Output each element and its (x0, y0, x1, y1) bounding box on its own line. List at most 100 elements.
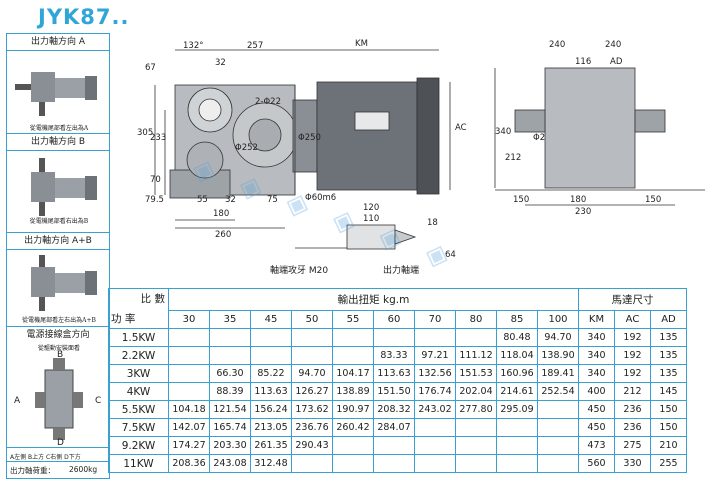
power-cell: 7.5KW (108, 418, 169, 437)
torque-cell (291, 454, 333, 473)
ratio-col: 80 (455, 310, 497, 329)
technical-drawing: 132° 257 KM 67 32 305 233 70 2-Φ22 Φ250 … (137, 39, 705, 276)
dim-21: 18 (427, 218, 438, 228)
motor-km-cell: 400 (578, 382, 615, 401)
pos-b: B (57, 350, 64, 360)
torque-cell (537, 454, 579, 473)
torque-cell (168, 382, 210, 401)
torque-cell (291, 328, 333, 347)
torque-cell: 94.70 (537, 328, 579, 347)
torque-cell (332, 454, 374, 473)
dir-ab-illustration (31, 255, 97, 311)
ratio-col: 60 (373, 310, 415, 329)
torque-cell: 132.56 (414, 364, 456, 383)
torque-cell: 189.41 (537, 364, 579, 383)
torque-cell: 138.89 (332, 382, 374, 401)
motor-ad-cell: 150 (650, 418, 687, 437)
torque-table: 比 數 功 率 輸出扭矩 kg.m 馬達尺寸 30 35 45 50 55 60… (108, 288, 687, 473)
dim-30: Φ22 (533, 133, 551, 143)
motor-km-cell: 340 (578, 364, 615, 383)
dim-20: 110 (363, 214, 379, 224)
torque-cell (168, 328, 210, 347)
torque-cell: 261.35 (250, 436, 292, 455)
dim-31: 150 (513, 195, 529, 205)
ratio-col: 50 (291, 310, 333, 329)
power-cell: 1.5KW (108, 328, 169, 347)
output-direction-panel: 出力軸方向 A 從電機尾部看左出為A 出力軸方向 B 從電機尾部看右出為B 出力… (6, 33, 110, 479)
torque-cell: 174.27 (168, 436, 210, 455)
header-torque: 輸出扭矩 kg.m (168, 288, 579, 311)
motor-km-cell: 450 (578, 418, 615, 437)
motor-ad-cell: 135 (650, 346, 687, 365)
header-ratio: 比 數 (140, 293, 165, 305)
dim-29: 212 (505, 153, 521, 163)
motor-km-cell: 560 (578, 454, 615, 473)
ratio-col: 100 (537, 310, 579, 329)
motor-ac-cell: 330 (614, 454, 651, 473)
torque-cell: 208.36 (168, 454, 210, 473)
junction-diagram (35, 358, 83, 440)
torque-cell: 190.97 (332, 400, 374, 419)
torque-cell: 94.70 (291, 364, 333, 383)
torque-cell: 213.05 (250, 418, 292, 437)
dim-26: AD (610, 57, 623, 67)
torque-cell (250, 346, 292, 365)
dim-7: 233 (150, 133, 166, 143)
thread-label: 軸端攻牙 M20 (270, 264, 328, 276)
torque-cell (332, 436, 374, 455)
header-corner: 比 數 功 率 (108, 288, 169, 329)
ratio-col: 35 (209, 310, 251, 329)
dir-b-label: 出力軸方向 B (7, 134, 109, 151)
torque-cell (455, 328, 497, 347)
torque-cell (455, 436, 497, 455)
dim-34: 230 (575, 207, 591, 217)
motor-ac-cell: 275 (614, 436, 651, 455)
dim-17: 260 (215, 230, 231, 240)
torque-cell: 85.22 (250, 364, 292, 383)
motor-ac-cell: 236 (614, 418, 651, 437)
dir-a-note: 從電機尾部看左出為A (29, 125, 89, 132)
torque-cell (414, 418, 456, 437)
motor-ac-cell: 192 (614, 364, 651, 383)
torque-cell (332, 346, 374, 365)
dim-24: 240 (605, 40, 621, 50)
power-cell: 11KW (108, 454, 169, 473)
torque-cell (414, 328, 456, 347)
dim-19: 120 (363, 203, 379, 213)
torque-cell: 88.39 (209, 382, 251, 401)
torque-cell (291, 346, 333, 365)
torque-cell: 208.32 (373, 400, 415, 419)
header-motor: 馬達尺寸 (578, 288, 687, 311)
torque-cell: 104.18 (168, 400, 210, 419)
torque-cell: 202.04 (455, 382, 497, 401)
torque-cell: 160.96 (496, 364, 538, 383)
dim-4: 67 (145, 63, 156, 73)
motor-km-cell: 340 (578, 328, 615, 347)
dir-ab-label: 出力軸方向 A+B (7, 233, 109, 250)
torque-cell: 142.07 (168, 418, 210, 437)
torque-cell (373, 454, 415, 473)
motor-ad-cell: 135 (650, 364, 687, 383)
motor-col: AD (650, 310, 687, 329)
torque-cell (250, 328, 292, 347)
motor-ad-cell: 210 (650, 436, 687, 455)
dir-ab-note: 從電機尾部看左右出為A+B (22, 317, 96, 324)
junction-label: 電源接線盒方向 (26, 330, 90, 340)
ratio-col: 45 (250, 310, 292, 329)
dim-12: 79.5 (145, 195, 164, 205)
torque-cell: 214.61 (496, 382, 538, 401)
dim-13: 55 (197, 195, 208, 205)
torque-cell (496, 454, 538, 473)
dim-1: 132° (183, 41, 203, 51)
torque-cell (373, 328, 415, 347)
motor-ac-cell: 236 (614, 400, 651, 419)
dir-b-illustration (31, 158, 97, 216)
dim-22: 64 (445, 250, 456, 260)
dim-32: 180 (570, 195, 586, 205)
ratio-col: 55 (332, 310, 374, 329)
dim-25: 116 (575, 57, 591, 67)
